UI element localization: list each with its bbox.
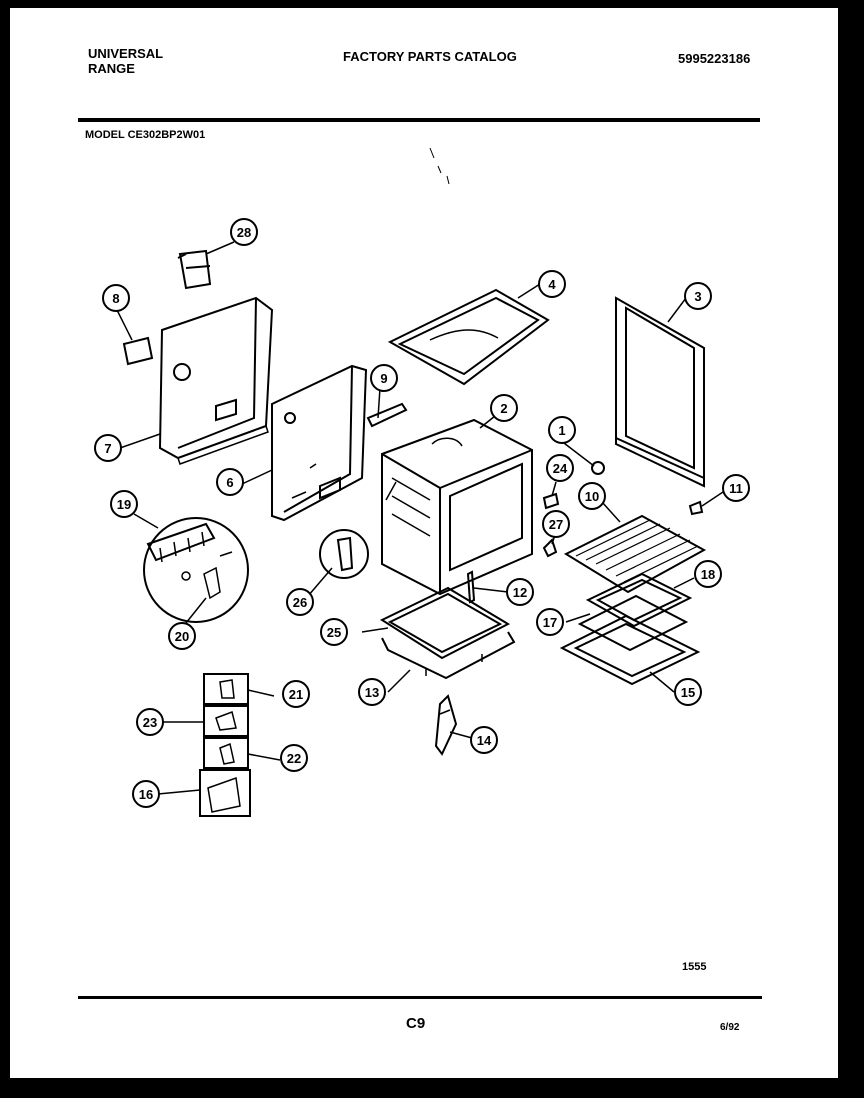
part-pin-12 xyxy=(466,570,476,604)
svg-text:28: 28 xyxy=(237,225,251,240)
callout-2: 2 xyxy=(490,394,518,422)
part-stack-column xyxy=(199,673,251,817)
svg-text:7: 7 xyxy=(104,441,111,456)
callout-25: 25 xyxy=(320,618,348,646)
exploded-parts-diagram: 28 8 7 6 9 4 3 2 1 24 11 10 27 18 12 17 … xyxy=(94,147,750,817)
callout-20: 20 xyxy=(168,622,196,650)
callout-19: 19 xyxy=(110,490,138,518)
part-inset-26 xyxy=(319,529,369,579)
brand-name: UNIVERSAL RANGE xyxy=(88,46,163,76)
part-door-frame-3 xyxy=(615,296,705,488)
callout-1: 1 xyxy=(548,416,576,444)
part-side-panel-6 xyxy=(271,364,368,522)
callout-17: 17 xyxy=(536,608,564,636)
svg-text:10: 10 xyxy=(585,489,599,504)
callout-3: 3 xyxy=(684,282,712,310)
part-clip-24 xyxy=(542,492,560,510)
svg-text:4: 4 xyxy=(548,277,556,292)
svg-text:14: 14 xyxy=(477,733,492,748)
callout-24: 24 xyxy=(546,454,574,482)
catalog-title: FACTORY PARTS CATALOG xyxy=(343,49,517,64)
svg-text:22: 22 xyxy=(287,751,301,766)
svg-text:13: 13 xyxy=(365,685,379,700)
print-date: 6/92 xyxy=(720,1022,740,1033)
part-drawer-frame-13 xyxy=(381,631,516,680)
svg-text:20: 20 xyxy=(175,629,189,644)
part-back-panel-7 xyxy=(158,296,274,465)
part-plate-8 xyxy=(122,336,154,366)
callout-18: 18 xyxy=(694,560,722,588)
part-drawer-panel-25 xyxy=(379,586,511,660)
part-panel-18 xyxy=(585,572,693,628)
callout-14: 14 xyxy=(470,726,498,754)
part-strip-9 xyxy=(366,402,408,428)
part-oven-body-2 xyxy=(381,418,533,596)
part-inset-19-20 xyxy=(143,517,249,623)
callout-22: 22 xyxy=(280,744,308,772)
callout-10: 10 xyxy=(578,482,606,510)
brand-line-1: UNIVERSAL xyxy=(88,46,164,61)
svg-text:25: 25 xyxy=(327,625,341,640)
part-broil-pan-15 xyxy=(559,614,701,686)
svg-text:19: 19 xyxy=(117,497,131,512)
callout-13: 13 xyxy=(358,678,386,706)
svg-text:27: 27 xyxy=(549,517,563,532)
callout-9: 9 xyxy=(370,364,398,392)
callout-15: 15 xyxy=(674,678,702,706)
svg-text:11: 11 xyxy=(729,481,743,496)
header-rule xyxy=(78,118,760,122)
callout-27: 27 xyxy=(542,510,570,538)
svg-text:12: 12 xyxy=(513,585,527,600)
callout-12: 12 xyxy=(506,578,534,606)
part-clip-27 xyxy=(542,538,558,558)
parts-catalog-page: UNIVERSAL RANGE FACTORY PARTS CATALOG 59… xyxy=(10,8,838,1078)
svg-text:2: 2 xyxy=(500,401,507,416)
svg-text:16: 16 xyxy=(139,787,153,802)
svg-text:17: 17 xyxy=(543,615,557,630)
part-frame-17 xyxy=(577,594,689,652)
callout-6: 6 xyxy=(216,468,244,496)
svg-text:26: 26 xyxy=(293,595,307,610)
svg-text:3: 3 xyxy=(694,289,701,304)
svg-text:24: 24 xyxy=(553,461,568,476)
part-bracket-14 xyxy=(434,694,458,756)
footer-rule xyxy=(78,996,762,999)
catalog-number: 5995223186 xyxy=(678,51,751,66)
svg-text:23: 23 xyxy=(143,715,157,730)
callout-21: 21 xyxy=(282,680,310,708)
callout-26: 26 xyxy=(286,588,314,616)
svg-text:18: 18 xyxy=(701,567,715,582)
page-code: C9 xyxy=(406,1015,426,1032)
callout-7: 7 xyxy=(94,434,122,462)
svg-text:9: 9 xyxy=(380,371,387,386)
part-knob-1 xyxy=(591,461,605,475)
part-bracket-28 xyxy=(177,249,212,290)
callout-23: 23 xyxy=(136,708,164,736)
drawing-code: 1555 xyxy=(682,961,707,973)
part-top-panel-4 xyxy=(387,288,550,386)
callout-11: 11 xyxy=(722,474,750,502)
callout-8: 8 xyxy=(102,284,130,312)
svg-text:6: 6 xyxy=(226,475,233,490)
svg-text:21: 21 xyxy=(289,687,303,702)
callout-28: 28 xyxy=(230,218,258,246)
callout-16: 16 xyxy=(132,780,160,808)
part-oven-rack-10 xyxy=(563,514,707,594)
model-label: MODEL CE302BP2W01 xyxy=(85,129,206,141)
svg-text:15: 15 xyxy=(681,685,695,700)
callout-4: 4 xyxy=(538,270,566,298)
svg-text:8: 8 xyxy=(112,291,119,306)
svg-text:1: 1 xyxy=(558,423,565,438)
part-clip-11 xyxy=(688,500,704,516)
brand-line-2: RANGE xyxy=(88,61,135,76)
